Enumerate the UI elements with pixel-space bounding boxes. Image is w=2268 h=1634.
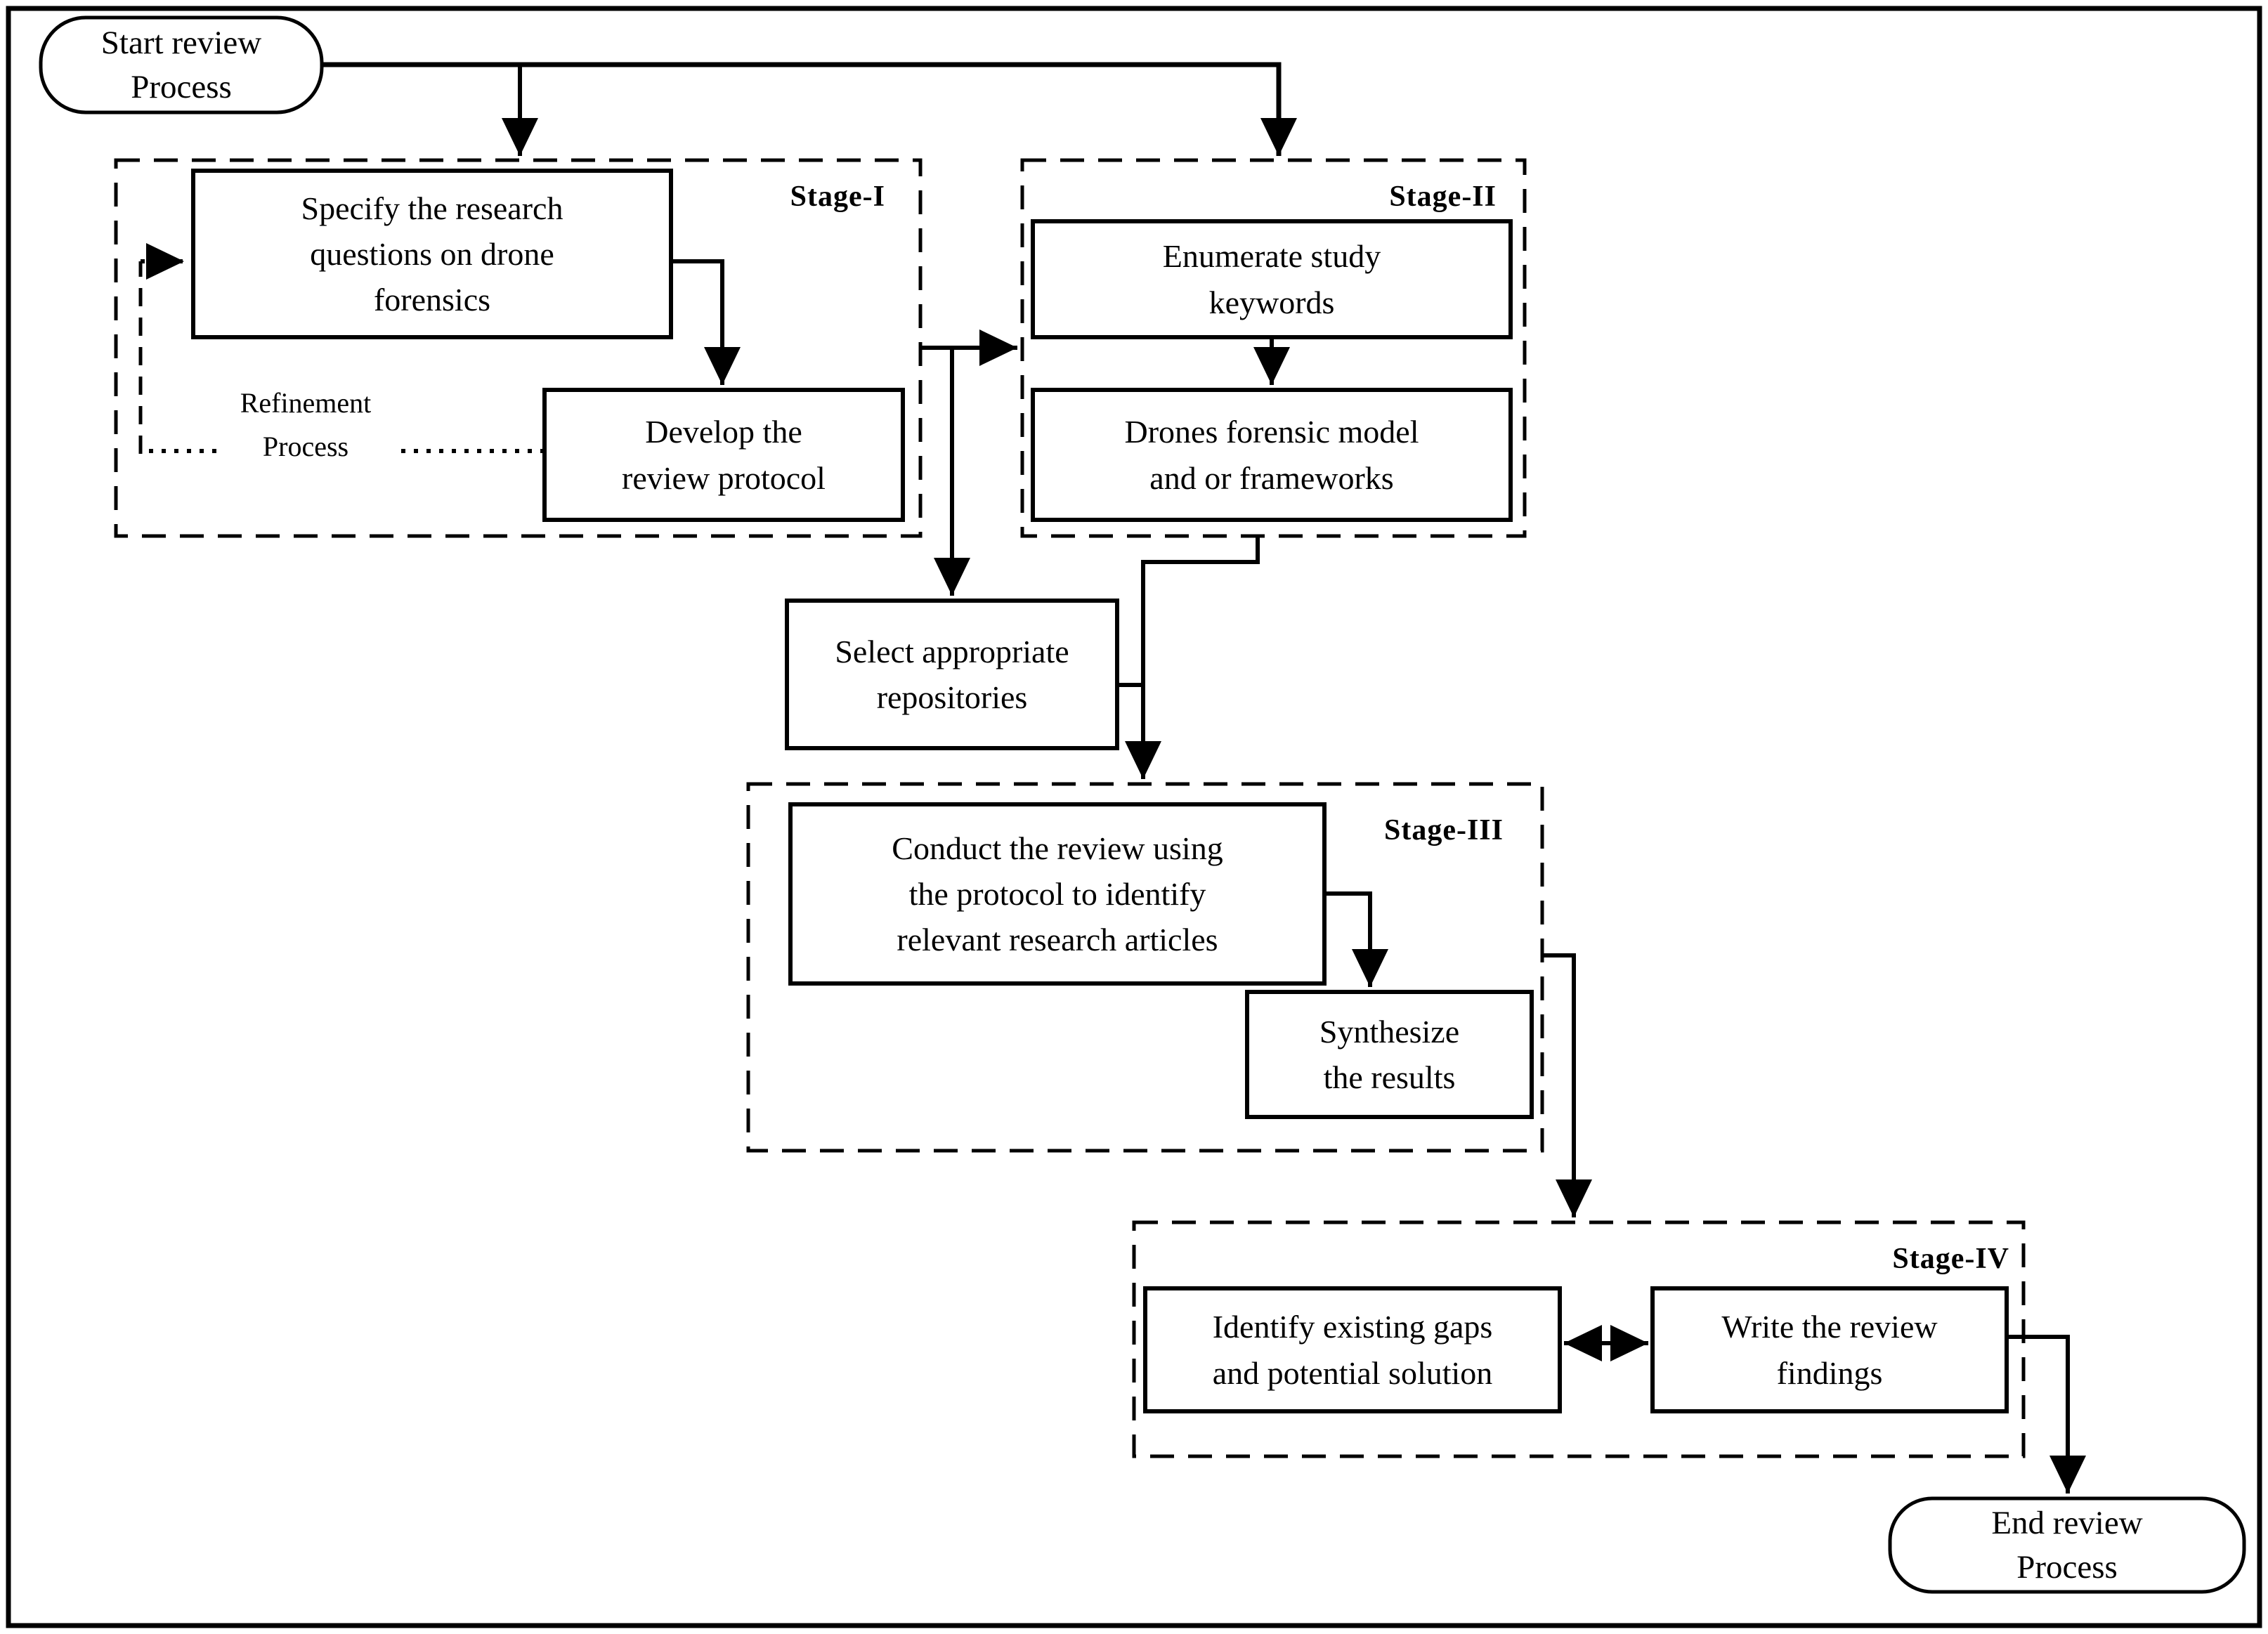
select-label: Select appropriate repositories: [835, 633, 1069, 715]
process-box-develop: [542, 388, 905, 522]
specify-label: Specify the research questions on drone …: [301, 190, 563, 318]
refinement-label: Refinement Process: [240, 387, 372, 462]
conduct-label: Conduct the review using the protocol to…: [892, 830, 1223, 958]
process-box-synthesize: [1245, 990, 1534, 1119]
connector-write-to-end-arrow: [2007, 1335, 2086, 1494]
stage2-label: Stage-II: [1389, 181, 1497, 213]
connector-stage3-to-stage4-arrow: [1542, 953, 1592, 1217]
drones-label: Drones forensic model and or frameworks: [1124, 414, 1419, 496]
connector-start-to-stage2-arrow: [322, 62, 1297, 156]
connector-stage2-to-stage3-arrow: [1125, 536, 1260, 779]
process-box-identify: [1143, 1286, 1562, 1413]
develop-label: Develop the review protocol: [622, 414, 826, 496]
process-box-write: [1650, 1286, 2009, 1413]
process-box-select: [785, 599, 1119, 750]
stage1-label: Stage-I: [790, 181, 885, 213]
enumerate-label: Enumerate study keywords: [1162, 238, 1381, 320]
connector-specify-to-develop-arrow: [671, 259, 741, 385]
write-label: Write the review findings: [1721, 1309, 1938, 1391]
terminator-end-label: End review Process: [1991, 1505, 2143, 1586]
figure-border: [6, 6, 2262, 1628]
connector-conduct-to-synthesize-arrow: [1324, 891, 1388, 987]
stage2-container: [1020, 158, 1527, 538]
stage3-container: [746, 782, 1544, 1153]
terminator-start-label: Start review Process: [100, 25, 262, 105]
stage3-label: Stage-III: [1383, 814, 1504, 847]
terminator-end-shape: [1888, 1496, 2246, 1594]
terminator-start-shape: [39, 15, 324, 115]
identify-label: Identify existing gaps and potential sol…: [1212, 1309, 1493, 1391]
stage4-label: Stage-IV: [1892, 1243, 2009, 1275]
synthesize-label: Synthesize the results: [1319, 1013, 1460, 1095]
process-box-conduct: [788, 802, 1327, 986]
stage4-container: [1132, 1220, 2026, 1458]
process-box-drones: [1031, 388, 1513, 522]
process-box-specify: [191, 169, 673, 339]
